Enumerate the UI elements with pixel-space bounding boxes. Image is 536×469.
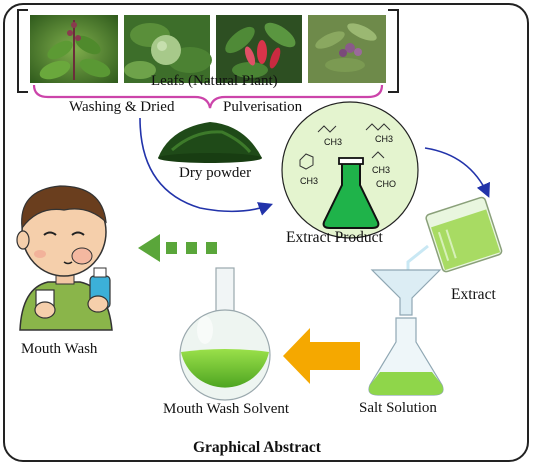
label-mouth-wash: Mouth Wash [21,341,98,357]
leaf-photo-4 [308,15,386,83]
right-bracket [388,9,399,93]
label-extract-product: Extract Product [286,229,383,246]
label-pulverisation: Pulverisation [223,99,303,115]
arrow-to-beaker [424,147,490,198]
arrow-to-extract [139,117,274,216]
chem-label-4: CH3 [372,165,391,175]
footer-title: Graphical Abstract [193,439,321,456]
powder-pile-icon [158,122,262,163]
leaf-photo-3 [216,15,302,83]
round-bottom-flask-icon [179,267,271,401]
chem-label-1: CH3 [324,137,343,147]
pink-bracket [32,84,384,109]
beaker-icon [425,196,503,273]
left-bracket [17,9,28,93]
label-salt-solution: Salt Solution [359,400,437,416]
label-leafs: Leafs (Natural Plant) [151,73,278,89]
leaf-photo-1 [30,15,118,83]
outer-frame [3,3,529,462]
erlenmeyer-flask-icon [322,157,380,229]
orange-arrow-icon [283,328,360,384]
chem-label-2: CH3 [375,134,394,144]
label-dry-powder: Dry powder [179,165,252,181]
funnel-flask-icon [368,269,444,396]
green-arrow-icon [138,234,217,262]
label-washing: Washing & Dried [69,99,175,115]
label-extract: Extract [451,286,496,303]
chem-label-3: CH3 [300,176,319,186]
boy-mouthwash-icon [16,185,113,331]
label-mouth-wash-solvent: Mouth Wash Solvent [163,401,290,417]
chem-label-5: CHO [376,179,396,189]
leaf-photo-2 [124,15,212,83]
